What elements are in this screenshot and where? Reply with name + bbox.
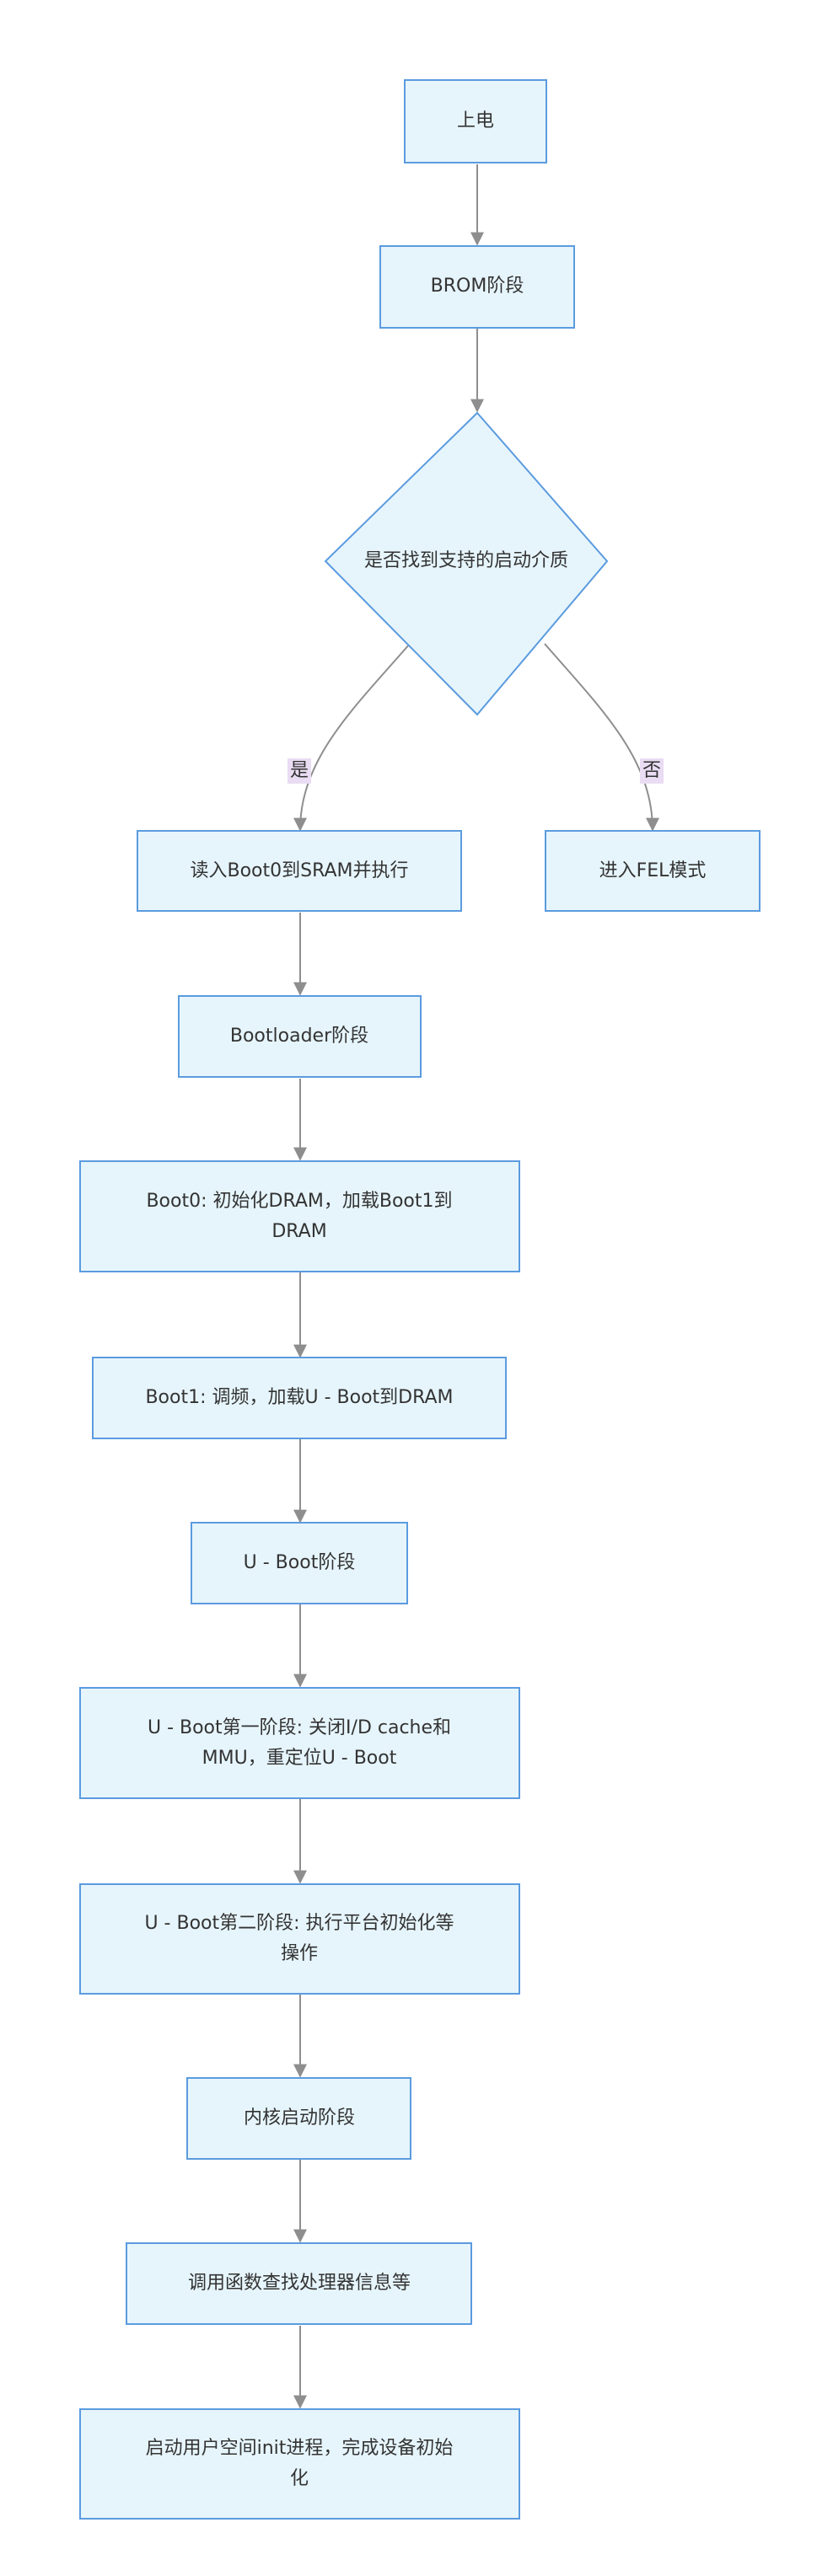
node-boot0-text-line1: Boot0: 初始化DRAM，加载Boot1到: [146, 1191, 452, 1212]
node-uboot-stage1-text-line2: MMU，重定位U - Boot: [202, 1748, 397, 1769]
node-boot0: Boot0: 初始化DRAM，加载Boot1到 DRAM: [79, 1160, 520, 1272]
node-uboot-stage1-text-line1: U - Boot第一阶段: 关闭I/D cache和: [148, 1717, 451, 1738]
node-call-func-text: 调用函数查找处理器信息等: [188, 2273, 411, 2294]
node-brom-text: BROM阶段: [431, 276, 524, 297]
node-uboot-stage2: U - Boot第二阶段: 执行平台初始化等 操作: [79, 1883, 520, 1995]
node-power-on: 上电: [404, 79, 547, 163]
node-kernel: 内核启动阶段: [186, 2077, 411, 2160]
node-boot1: Boot1: 调频，加载U - Boot到DRAM: [92, 1357, 507, 1439]
node-uboot: U - Boot阶段: [191, 1522, 408, 1604]
node-call-func: 调用函数查找处理器信息等: [126, 2242, 472, 2325]
node-init: 启动用户空间init进程，完成设备初始 化: [79, 2408, 520, 2520]
node-bootloader-text: Bootloader阶段: [230, 1026, 368, 1047]
edge-label-no-text: 否: [642, 760, 661, 781]
node-init-text-line1: 启动用户空间init进程，完成设备初始: [146, 2438, 454, 2459]
node-decision: 是否找到支持的启动介质: [324, 411, 609, 716]
edge-label-yes: 是: [288, 758, 311, 784]
edges: [293, 164, 659, 2409]
node-init-text-line2: 化: [290, 2468, 309, 2489]
edge-decision-no: [544, 643, 659, 832]
node-uboot-text: U - Boot阶段: [244, 1552, 356, 1573]
node-bootloader: Bootloader阶段: [178, 995, 422, 1078]
node-fel: 进入FEL模式: [545, 830, 761, 912]
node-kernel-text: 内核启动阶段: [244, 2107, 355, 2129]
node-uboot-stage1: U - Boot第一阶段: 关闭I/D cache和 MMU，重定位U - Bo…: [79, 1687, 520, 1799]
node-brom: BROM阶段: [379, 245, 575, 329]
node-uboot-stage2-text-line1: U - Boot第二阶段: 执行平台初始化等: [144, 1913, 454, 1934]
edge-label-no: 否: [640, 758, 664, 784]
node-read-boot0-text: 读入Boot0到SRAM并执行: [190, 860, 408, 881]
node-boot0-text-line2: DRAM: [271, 1221, 326, 1242]
node-fel-text: 进入FEL模式: [599, 860, 707, 881]
node-read-boot0: 读入Boot0到SRAM并执行: [137, 830, 462, 912]
node-decision-text: 是否找到支持的启动介质: [364, 550, 568, 571]
edge-label-yes-text: 是: [290, 760, 309, 781]
node-power-on-text: 上电: [457, 110, 494, 131]
edge-decision-yes: [293, 643, 411, 832]
node-boot1-text: Boot1: 调频，加载U - Boot到DRAM: [145, 1387, 453, 1408]
node-uboot-stage2-text-line2: 操作: [281, 1943, 318, 1964]
